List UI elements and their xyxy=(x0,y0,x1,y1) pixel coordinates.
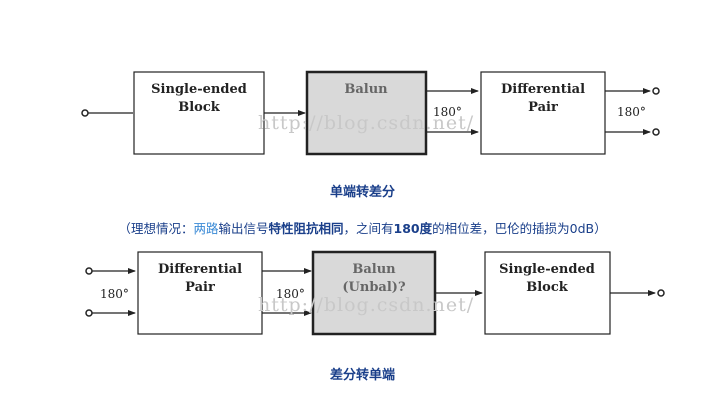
note-bold: 180度 xyxy=(393,221,433,236)
note-bold: 特性阻抗相同 xyxy=(268,221,344,236)
single-ended-block xyxy=(484,251,611,335)
balun-unbal-label: Balun(Unbal)? xyxy=(342,262,406,295)
note-text: （理想情况：两路输出信号特性阻抗相同，之间有180度的相位差，巴伦的插损为0dB… xyxy=(0,218,725,237)
balun-block xyxy=(305,70,428,156)
top-caption: 单端转差分 xyxy=(329,185,395,200)
phase-label: 180° xyxy=(100,287,129,301)
bottom-caption: 差分转单端 xyxy=(329,368,395,383)
output-port-icon xyxy=(652,128,660,136)
output-port-icon xyxy=(657,289,665,297)
balun-unbal-block xyxy=(311,250,437,336)
input-port-icon xyxy=(81,109,89,117)
note-link[interactable]: 两路 xyxy=(193,221,219,236)
single-ended-block xyxy=(133,71,265,155)
note-part: 的相位差，巴伦的插损为0dB） xyxy=(432,221,607,236)
note-open: （ xyxy=(118,221,131,236)
phase-label: 180° xyxy=(617,105,646,119)
note-part: ，之间有 xyxy=(343,221,394,236)
differential-pair-block xyxy=(137,251,263,335)
output-port-icon xyxy=(652,87,660,95)
note-part: 理想情况： xyxy=(130,221,194,236)
input-port-icon xyxy=(85,267,93,275)
watermark: http://blog.csdn.net/ xyxy=(258,112,474,134)
input-port-icon xyxy=(85,309,93,317)
balun-block-label: Balun xyxy=(344,82,388,97)
phase-label: 180° xyxy=(433,105,462,119)
differential-pair-block xyxy=(480,71,606,155)
watermark: http://blog.csdn.net/ xyxy=(258,294,474,316)
phase-label: 180° xyxy=(276,287,305,301)
note-part: 输出信号 xyxy=(218,221,269,236)
